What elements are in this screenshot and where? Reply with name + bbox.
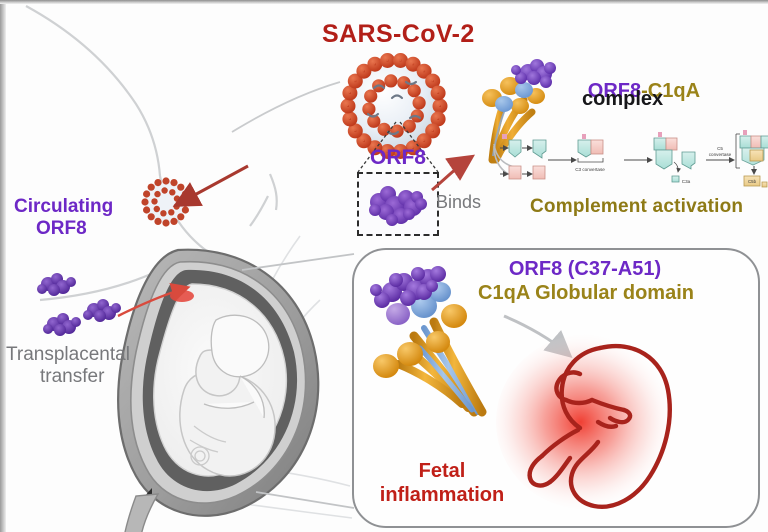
transplacental-transfer-arrow — [117, 282, 191, 318]
complex-orf8-part: ORF8 — [587, 79, 642, 102]
svg-text:C3a: C3a — [682, 179, 691, 184]
fetal-inflammation-line2: inflammation — [379, 484, 505, 506]
complex-c1qa-part: -C1qA — [641, 79, 701, 102]
inset-title-c1qa: C1qA Globular domain — [478, 282, 694, 304]
circulating-orf8-particles — [37, 273, 121, 336]
orf8-label: ORF8 — [369, 146, 426, 169]
fetal-inflammation-line1: Fetal — [418, 460, 466, 482]
svg-text:C3 convertase: C3 convertase — [575, 167, 605, 172]
orf8-callout-leader-lines — [357, 121, 439, 173]
binds-label: Binds — [436, 192, 482, 212]
svg-text:convertase: convertase — [709, 152, 732, 157]
svg-text:C5: C5 — [717, 146, 723, 151]
complement-cascade-schematic: C3 convertase C3a C5 convertase — [500, 130, 768, 188]
inset-connector-lines — [241, 253, 355, 509]
virus-to-circulation-arrow — [172, 164, 249, 207]
circulating-orf8-line2: ORF8 — [36, 218, 87, 239]
orf8-protein-structure — [369, 186, 427, 226]
complement-activation-label: Complement activation — [530, 196, 744, 217]
c1q-bouquet-structure — [370, 266, 487, 417]
c1q-orf8-complex-diagram — [482, 59, 556, 164]
circulating-orf8-line1: Circulating — [14, 196, 114, 217]
svg-text:C5b: C5b — [748, 179, 757, 184]
complex-title-line1: ORF8-C1qA — [570, 62, 700, 120]
sars-cov-2-virion — [340, 53, 448, 159]
binds-arrow — [431, 154, 475, 192]
pregnant-uterus-illustration — [117, 248, 320, 532]
orf8-structure-box — [357, 172, 439, 236]
transplacental-line2: transfer — [40, 366, 105, 387]
complex-title-line2: complex — [582, 88, 664, 110]
inset-title-orf8: ORF8 (C37-A51) — [508, 258, 662, 280]
body-to-virion-leader — [231, 81, 341, 133]
virus-title: SARS-CoV-2 — [322, 20, 475, 48]
fetus-inflammation-illustration — [496, 334, 680, 510]
transplacental-line1: Transplacental — [6, 344, 130, 365]
